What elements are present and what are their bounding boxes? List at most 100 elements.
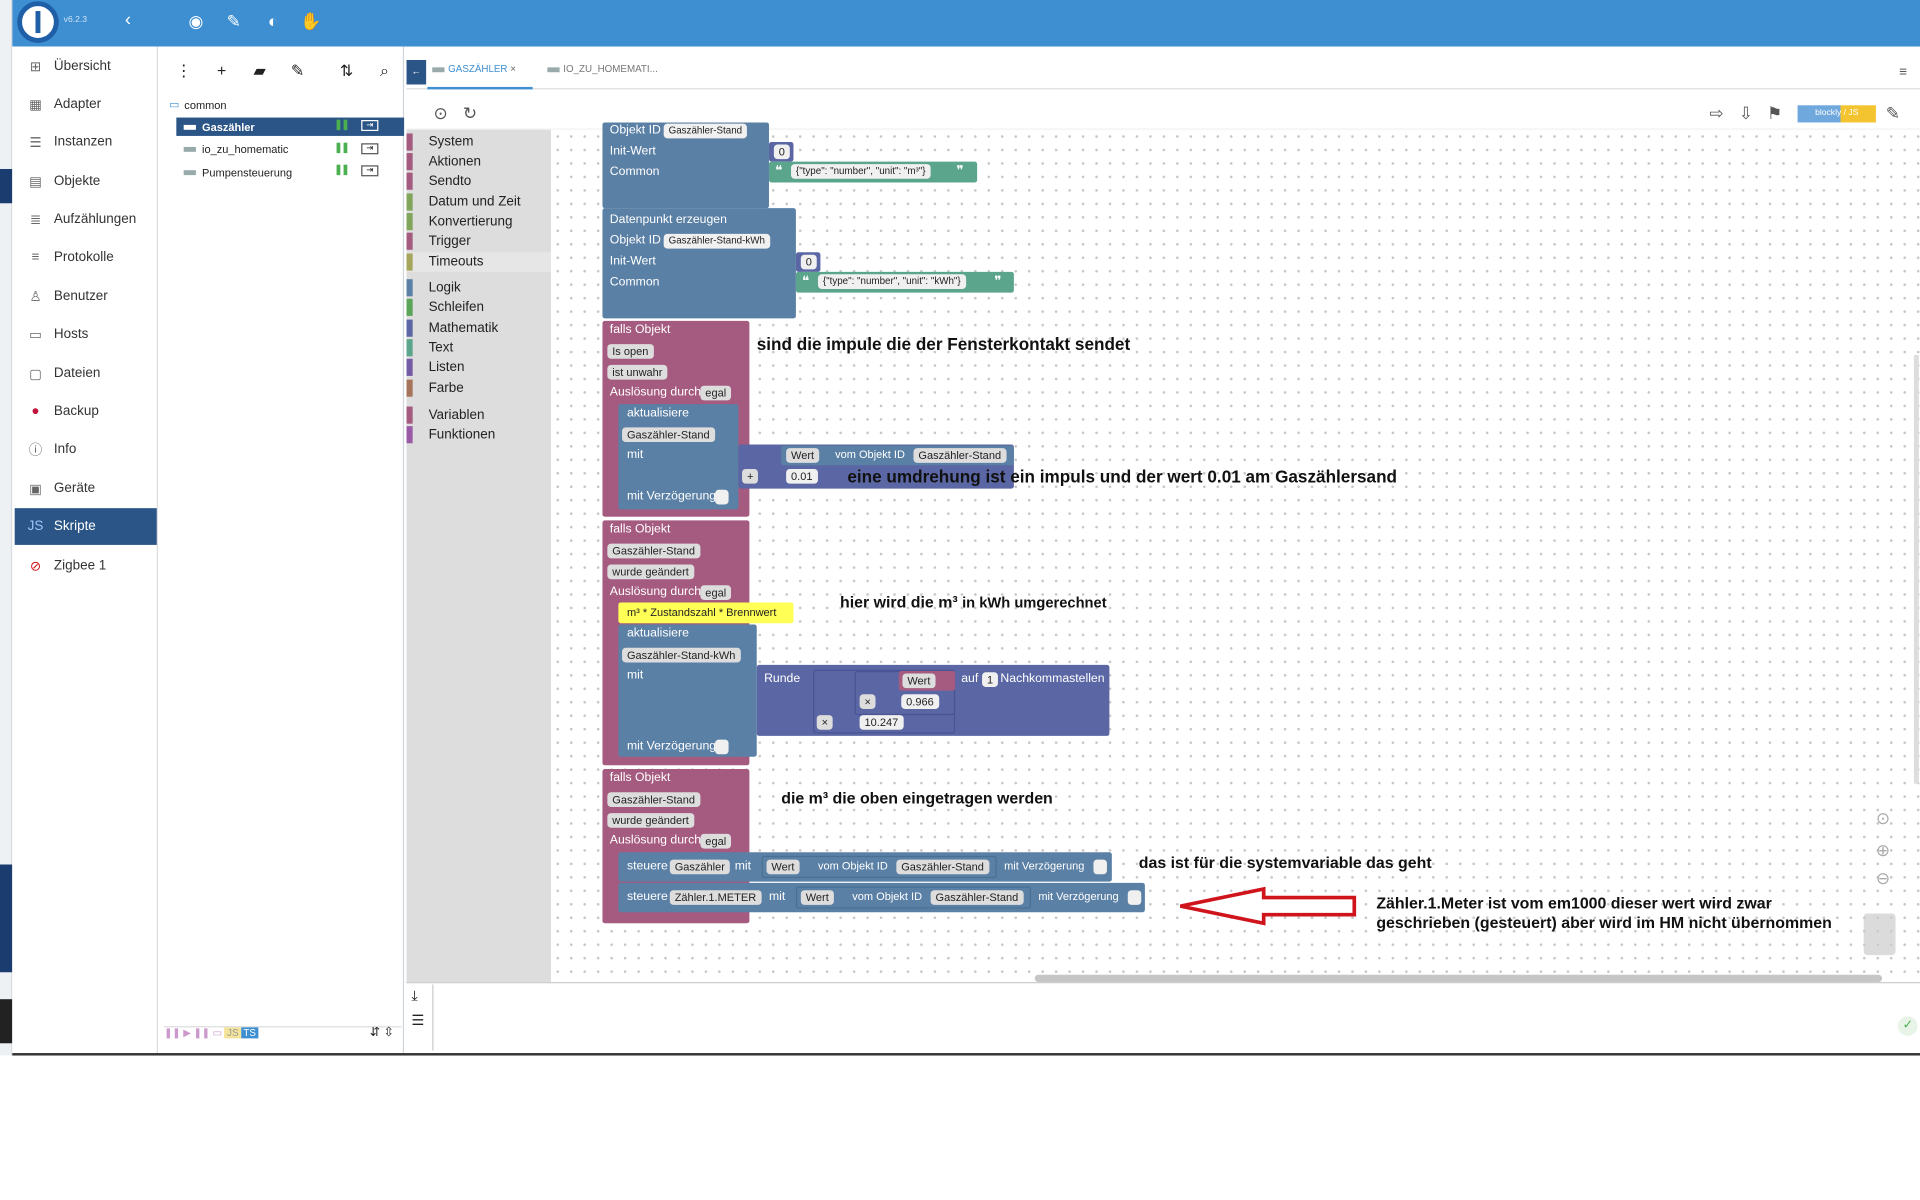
toolbox-trigger[interactable]: Trigger: [406, 231, 551, 251]
nav-item-objects[interactable]: ▤Objekte: [15, 163, 157, 200]
nav-item-hosts[interactable]: ▭Hosts: [15, 316, 157, 353]
number-field[interactable]: 0: [800, 254, 817, 270]
expert-mode-icon[interactable]: ✋: [300, 11, 322, 31]
value-dropdown[interactable]: Wert: [766, 859, 800, 875]
menu-icon[interactable]: ≡: [1899, 64, 1908, 80]
toolbox-system[interactable]: System: [406, 132, 551, 152]
eye-icon[interactable]: ◉: [188, 11, 204, 31]
number-field[interactable]: 0: [773, 144, 790, 160]
nav-item-adapter[interactable]: ▦Adapter: [15, 86, 157, 123]
tree-item-io[interactable]: io_zu_homematic: [176, 140, 404, 158]
locate-icon[interactable]: ⊙: [433, 102, 448, 123]
number-field[interactable]: 0.966: [901, 694, 939, 709]
delay-checkbox[interactable]: [1093, 859, 1107, 875]
text-field[interactable]: {"type": "number", "unit": "m³"}: [791, 164, 931, 179]
search-icon[interactable]: ⌕: [380, 61, 389, 80]
edit-icon[interactable]: ✎: [290, 61, 305, 80]
condition-dropdown[interactable]: wurde geändert: [607, 813, 694, 828]
object-id-field[interactable]: Gaszähler-Stand: [663, 123, 747, 139]
nav-item-zigbee[interactable]: ⊘Zigbee 1: [15, 547, 157, 584]
object-field[interactable]: Gaszähler-Stand: [913, 448, 1006, 463]
comment-block[interactable]: [618, 602, 794, 624]
nav-item-backup[interactable]: ●Backup: [15, 393, 157, 430]
tab-io-zu-homematic[interactable]: IO_ZU_HOMEMATI...: [547, 64, 658, 75]
trigger-dropdown[interactable]: egal: [700, 585, 732, 601]
toolbox-datum[interactable]: Datum und Zeit: [406, 192, 551, 212]
operator-dropdown[interactable]: ×: [816, 715, 833, 730]
toolbox-logik[interactable]: Logik: [406, 278, 551, 298]
object-field[interactable]: Zähler.1.METER: [669, 890, 762, 905]
zoom-in-icon[interactable]: ⊕: [1875, 840, 1891, 860]
object-field[interactable]: Gaszähler-Stand-kWh: [622, 647, 741, 663]
nav-item-files[interactable]: ▢Dateien: [15, 355, 157, 392]
flag-icon[interactable]: ⚑: [1766, 102, 1783, 123]
toolbox-listen[interactable]: Listen: [406, 358, 551, 378]
trigger-dropdown[interactable]: egal: [700, 833, 732, 849]
nav-item-overview[interactable]: ⊞Übersicht: [15, 48, 157, 85]
close-icon[interactable]: ×: [510, 63, 516, 75]
wrench-icon[interactable]: ✎: [226, 11, 242, 31]
object-id-field[interactable]: Gaszähler-Stand-kWh: [663, 233, 770, 249]
export-icon[interactable]: ⇥: [361, 165, 379, 177]
toolbox-schleifen[interactable]: Schleifen: [406, 298, 551, 318]
vertical-scrollbar[interactable]: [1913, 355, 1919, 784]
create-datapoint-block-2[interactable]: [602, 208, 796, 319]
add-script-icon[interactable]: +: [216, 61, 227, 80]
delay-checkbox[interactable]: [1127, 890, 1142, 905]
log-view-icon[interactable]: ☰: [411, 1011, 425, 1029]
tree-item-pumpen[interactable]: Pumpensteuerung: [176, 163, 404, 181]
pause-icon[interactable]: ❚❚: [334, 164, 349, 176]
condition-dropdown[interactable]: ist unwahr: [607, 364, 668, 380]
object-field[interactable]: Gaszähler-Stand: [607, 543, 700, 559]
value-dropdown[interactable]: Wert: [800, 890, 834, 905]
toolbox-konvertierung[interactable]: Konvertierung: [406, 212, 551, 232]
trigger-dropdown[interactable]: egal: [700, 385, 732, 401]
delay-checkbox[interactable]: [715, 489, 729, 505]
object-field[interactable]: Is open: [607, 344, 654, 359]
collapse-menu-icon[interactable]: ‹: [124, 9, 132, 31]
theme-icon[interactable]: ◐: [267, 11, 279, 31]
toolbox-timeouts[interactable]: Timeouts: [406, 252, 552, 272]
update-block-2[interactable]: [618, 624, 757, 757]
settings-wrench-icon[interactable]: ✎: [1885, 102, 1901, 123]
export-icon[interactable]: ⇥: [361, 143, 379, 155]
operator-dropdown[interactable]: +: [742, 468, 759, 484]
toolbox-sendto[interactable]: Sendto: [406, 171, 551, 191]
condition-dropdown[interactable]: wurde geändert: [607, 564, 694, 580]
download-log-icon[interactable]: ⤓: [411, 986, 418, 1005]
toolbox-text[interactable]: Text: [406, 338, 551, 358]
more-icon[interactable]: ⋮: [175, 61, 192, 80]
toolbox-farbe[interactable]: Farbe: [406, 378, 551, 398]
refresh-icon[interactable]: ↻: [462, 102, 478, 123]
number-field[interactable]: 0.01: [786, 468, 818, 484]
trash-icon[interactable]: [1863, 913, 1896, 956]
export-icon[interactable]: ⇥: [361, 120, 379, 132]
horizontal-scrollbar[interactable]: [1034, 974, 1883, 983]
object-field[interactable]: Gaszähler-Stand: [622, 427, 715, 443]
back-button[interactable]: ←: [406, 60, 427, 85]
sort-icon[interactable]: ⇅: [339, 61, 354, 80]
object-field[interactable]: Gaszähler-Stand: [930, 890, 1024, 905]
nav-item-users[interactable]: ♙Benutzer: [15, 278, 157, 315]
value-dropdown[interactable]: Wert: [902, 673, 936, 689]
nav-item-logs[interactable]: ≡Protokolle: [15, 239, 157, 276]
nav-item-devices[interactable]: ▣Geräte: [15, 470, 157, 507]
collapse-tree-icon[interactable]: ⇵ ⇳: [369, 1026, 394, 1040]
digits-field[interactable]: 1: [982, 672, 998, 687]
pause-icon[interactable]: ❚❚: [334, 142, 349, 154]
object-field[interactable]: Gaszähler-Stand: [607, 792, 700, 807]
blockly-js-toggle[interactable]: blockly / JS: [1797, 105, 1876, 123]
nav-item-enums[interactable]: ≣Aufzählungen: [15, 201, 157, 238]
toolbox-variablen[interactable]: Variablen: [406, 405, 551, 425]
number-field[interactable]: 10.247: [859, 715, 904, 730]
text-field[interactable]: {"type": "number", "unit": "kWh"}: [817, 274, 966, 289]
tree-item-gaszaehler[interactable]: Gaszähler: [176, 117, 405, 136]
iobroker-logo[interactable]: [17, 1, 59, 43]
import-blocks-icon[interactable]: ⇩: [1738, 102, 1754, 123]
toolbox-aktionen[interactable]: Aktionen: [406, 152, 551, 172]
tree-folder-common[interactable]: ▭common: [169, 96, 397, 114]
delay-checkbox[interactable]: [715, 739, 729, 755]
tab-gaszaehler[interactable]: GASZÄHLER ×: [432, 64, 516, 75]
